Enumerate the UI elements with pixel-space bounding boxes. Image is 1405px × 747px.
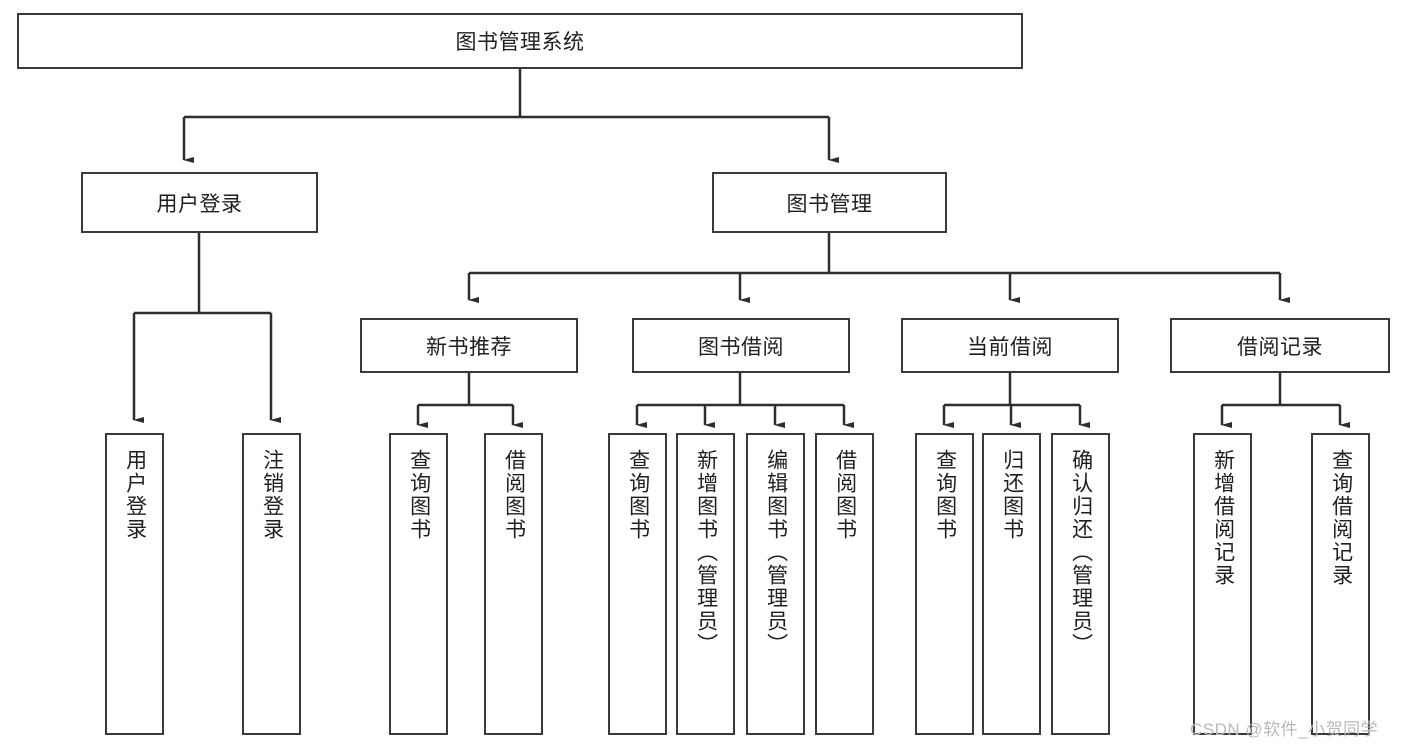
node-leaf-edit-book-label: 编辑图书（管理员）: [764, 449, 788, 656]
node-leaf-user-login[interactable]: 用户登录: [105, 433, 164, 735]
node-leaf-query-book-3[interactable]: 查询图书: [915, 433, 974, 735]
node-leaf-borrow-book-1[interactable]: 借阅图书: [484, 433, 543, 735]
node-root-label: 图书管理系统: [455, 31, 585, 54]
node-leaf-query-record[interactable]: 查询借阅记录: [1311, 433, 1370, 735]
node-borrow-record-label: 借阅记录: [1237, 335, 1323, 359]
node-leaf-query-book-2-label: 查询图书: [626, 449, 650, 541]
node-leaf-query-book-3-label: 查询图书: [933, 449, 957, 541]
node-book-manage-label: 图书管理: [786, 192, 873, 216]
node-leaf-add-record[interactable]: 新增借阅记录: [1193, 433, 1252, 735]
node-book-borrow[interactable]: 图书借阅: [632, 318, 850, 373]
node-leaf-add-book[interactable]: 新增图书（管理员）: [676, 433, 735, 735]
node-user-login[interactable]: 用户登录: [81, 172, 318, 233]
node-book-borrow-label: 图书借阅: [698, 335, 784, 359]
node-leaf-edit-book[interactable]: 编辑图书（管理员）: [746, 433, 805, 735]
node-root[interactable]: 图书管理系统: [17, 13, 1023, 69]
node-new-book-rec[interactable]: 新书推荐: [360, 318, 578, 373]
node-borrow-record[interactable]: 借阅记录: [1170, 318, 1390, 373]
node-leaf-query-book-2[interactable]: 查询图书: [608, 433, 667, 735]
node-user-login-label: 用户登录: [156, 192, 243, 216]
node-new-book-rec-label: 新书推荐: [426, 335, 512, 359]
node-leaf-confirm-return[interactable]: 确认归还（管理员）: [1051, 433, 1110, 735]
node-current-borrow-label: 当前借阅: [967, 335, 1053, 359]
node-book-manage[interactable]: 图书管理: [712, 172, 947, 233]
node-leaf-add-record-label: 新增借阅记录: [1211, 449, 1235, 587]
node-leaf-query-record-label: 查询借阅记录: [1329, 449, 1353, 587]
node-leaf-borrow-book-2-label: 借阅图书: [833, 449, 857, 541]
node-leaf-query-book-1[interactable]: 查询图书: [389, 433, 448, 735]
node-current-borrow[interactable]: 当前借阅: [901, 318, 1119, 373]
node-leaf-borrow-book-2[interactable]: 借阅图书: [815, 433, 874, 735]
csdn-watermark: CSDN @软件_小贺同学: [1190, 720, 1379, 739]
node-leaf-confirm-return-label: 确认归还（管理员）: [1069, 449, 1093, 656]
node-leaf-logout[interactable]: 注销登录: [242, 433, 301, 735]
node-leaf-add-book-label: 新增图书（管理员）: [694, 449, 718, 656]
node-leaf-user-login-label: 用户登录: [123, 449, 147, 541]
node-leaf-return-book[interactable]: 归还图书: [982, 433, 1041, 735]
node-leaf-return-book-label: 归还图书: [1000, 449, 1024, 541]
node-leaf-logout-label: 注销登录: [260, 449, 284, 541]
node-leaf-borrow-book-1-label: 借阅图书: [502, 449, 526, 541]
node-leaf-query-book-1-label: 查询图书: [407, 449, 431, 541]
